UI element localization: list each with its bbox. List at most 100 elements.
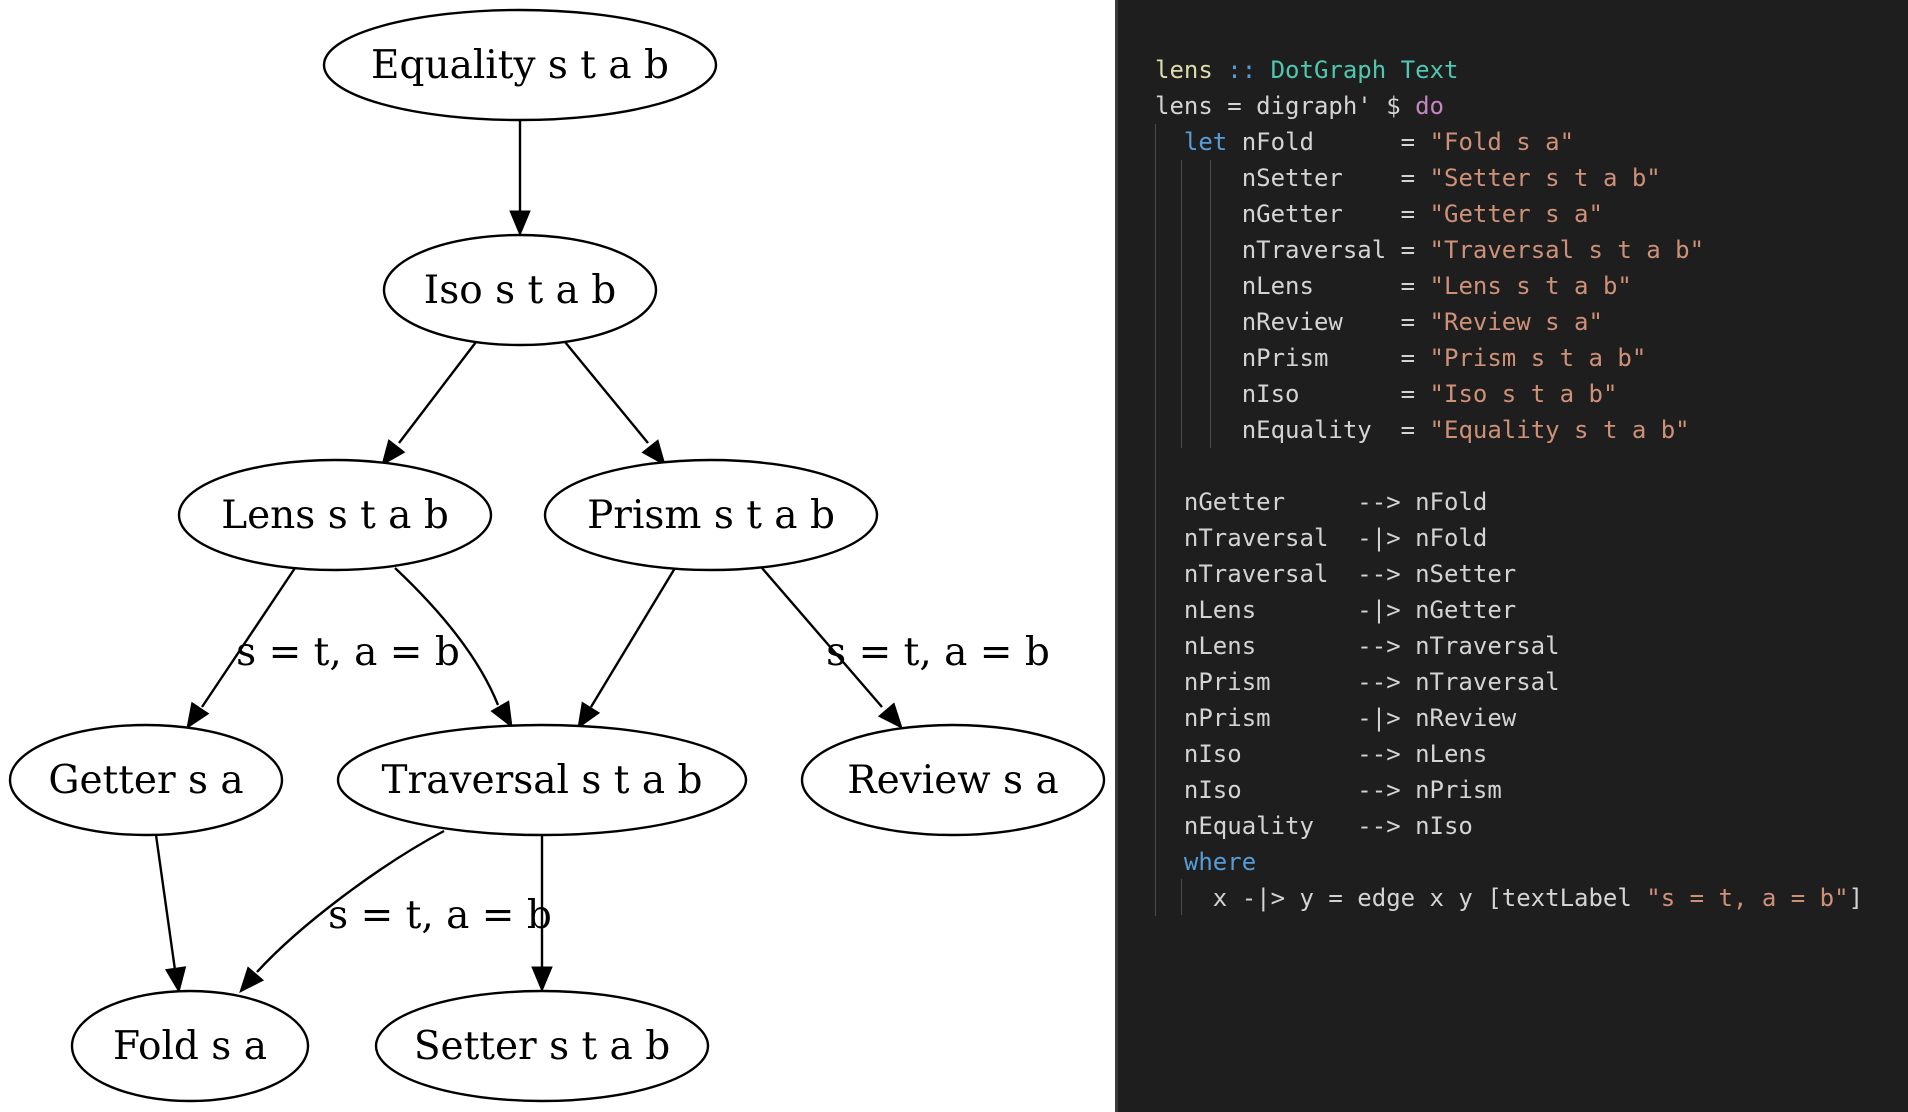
code-token-plain: nLens --> nTraversal xyxy=(1155,632,1560,660)
edge-equality-to-iso xyxy=(509,120,531,237)
code-token-string: "Equality s t a b" xyxy=(1429,416,1690,444)
code-line: nEquality = "Equality s t a b" xyxy=(1155,412,1690,448)
code-line: x -|> y = edge x y [textLabel "s = t, a … xyxy=(1155,880,1863,916)
edge-lens-to-getter: s = t, a = b xyxy=(186,567,460,730)
code-token-plain: nPrism -|> nReview xyxy=(1155,704,1517,732)
code-token-plain: nEquality --> nIso xyxy=(1155,812,1473,840)
node-ellipse xyxy=(543,458,879,572)
arrowhead xyxy=(381,439,406,467)
node-review: Review s a xyxy=(800,723,1106,837)
indent-guide xyxy=(1181,160,1182,448)
node-ellipse xyxy=(374,989,710,1103)
arrowhead xyxy=(239,966,265,993)
code-token-plain: nIso --> nLens xyxy=(1155,740,1488,768)
code-token-plain: x -|> y = edge x y [textLabel xyxy=(1155,884,1647,912)
code-token-string: "Review s a" xyxy=(1429,308,1603,336)
code-token-plain: nIso = xyxy=(1155,380,1430,408)
code-line: nTraversal -|> nFold xyxy=(1155,520,1487,556)
code-token-string: "Setter s t a b" xyxy=(1429,164,1661,192)
lens-hierarchy-diagram: s = t, a = b s = t, a = b s = t, a = b Equ… xyxy=(8,8,1106,1103)
edge-line xyxy=(201,567,296,708)
panel-divider xyxy=(1115,0,1118,1112)
edge-iso-to-prism xyxy=(564,341,666,467)
node-ellipse xyxy=(800,723,1106,837)
code-token-string: "Lens s t a b" xyxy=(1429,272,1632,300)
code-token-plain xyxy=(1155,128,1184,156)
node-ellipse xyxy=(70,989,310,1103)
code-token-plain: lens = digraph' $ xyxy=(1155,92,1416,120)
code-token-string: "Prism s t a b" xyxy=(1429,344,1647,372)
node-label: Traversal s t a b xyxy=(382,758,703,803)
arrowhead xyxy=(186,701,210,730)
code-token-string: "Fold s a" xyxy=(1429,128,1575,156)
code-token-plain: nGetter --> nFold xyxy=(1155,488,1488,516)
node-ellipse xyxy=(336,723,748,837)
edge-label: s = t, a = b xyxy=(826,630,1050,675)
node-label: Review s a xyxy=(847,758,1058,803)
code-token-plain: nEquality = xyxy=(1155,416,1430,444)
edge-label: s = t, a = b xyxy=(328,893,552,938)
code-token-plain: nGetter = xyxy=(1155,200,1430,228)
arrowhead xyxy=(490,700,513,729)
graph-canvas: s = t, a = b s = t, a = b s = t, a = b Equ… xyxy=(8,8,1106,1103)
code-line: nTraversal = "Traversal s t a b" xyxy=(1155,232,1704,268)
code-token-plain: nSetter = xyxy=(1155,164,1430,192)
edge-getter-to-fold xyxy=(154,834,187,994)
node-ellipse xyxy=(382,233,658,347)
code-line: nReview = "Review s a" xyxy=(1155,304,1603,340)
code-line: nPrism = "Prism s t a b" xyxy=(1155,340,1647,376)
code-token-plain: nLens -|> nGetter xyxy=(1155,596,1517,624)
edge-line xyxy=(589,567,677,708)
code-token-string: "Traversal s t a b" xyxy=(1429,236,1705,264)
code-line: nSetter = "Setter s t a b" xyxy=(1155,160,1661,196)
code-token-plain: nTraversal --> nSetter xyxy=(1155,560,1517,588)
code-token-keyword: :: xyxy=(1212,56,1271,84)
code-token-plain: nFold = xyxy=(1227,128,1430,156)
code-token-plain: nTraversal = xyxy=(1155,236,1430,264)
code-token-plain: nPrism = xyxy=(1155,344,1430,372)
edge-line xyxy=(394,567,500,706)
node-ellipse xyxy=(322,8,718,122)
code-line: nLens -|> nGetter xyxy=(1155,592,1516,628)
edge-line xyxy=(154,834,177,971)
node-label: Fold s a xyxy=(113,1024,267,1069)
node-traversal: Traversal s t a b xyxy=(336,723,748,837)
arrowhead xyxy=(531,966,553,993)
edge-iso-to-lens xyxy=(381,341,477,467)
code-line: where xyxy=(1155,844,1256,880)
edge-lens-to-traversal xyxy=(394,567,513,729)
code-token-string: "s = t, a = b" xyxy=(1646,884,1849,912)
node-label: Lens s t a b xyxy=(221,493,449,538)
code-line: nGetter --> nFold xyxy=(1155,484,1487,520)
node-label: Equality s t a b xyxy=(371,43,669,88)
edge-line xyxy=(564,341,649,444)
code-line: nIso --> nPrism xyxy=(1155,772,1502,808)
code-line: nLens --> nTraversal xyxy=(1155,628,1560,664)
edge-line xyxy=(761,567,883,708)
arrowhead xyxy=(641,439,666,467)
edge-traversal-to-setter xyxy=(531,835,553,993)
indent-guide xyxy=(1155,124,1156,916)
code-token-funcname: lens xyxy=(1155,56,1213,84)
arrowhead xyxy=(577,701,601,730)
arrowhead xyxy=(164,966,187,994)
edges-layer: s = t, a = b s = t, a = b s = t, a = b xyxy=(154,120,1050,994)
code-line: nIso --> nLens xyxy=(1155,736,1487,772)
code-line: let nFold = "Fold s a" xyxy=(1155,124,1574,160)
code-line: nGetter = "Getter s a" xyxy=(1155,196,1603,232)
indent-guide xyxy=(1181,879,1182,915)
node-equality: Equality s t a b xyxy=(322,8,718,122)
code-token-keyword: let xyxy=(1183,128,1228,156)
node-label: Setter s t a b xyxy=(414,1024,670,1069)
node-setter: Setter s t a b xyxy=(374,989,710,1103)
code-token-plain: nReview = xyxy=(1155,308,1430,336)
indent-guide xyxy=(1210,160,1211,448)
code-token-plain: ] xyxy=(1848,884,1864,912)
node-label: Prism s t a b xyxy=(587,493,835,538)
code-token-type: DotGraph xyxy=(1270,56,1387,84)
code-line: nEquality --> nIso xyxy=(1155,808,1473,844)
code-line: lens :: DotGraph Text xyxy=(1155,52,1458,88)
node-ellipse xyxy=(177,458,493,572)
